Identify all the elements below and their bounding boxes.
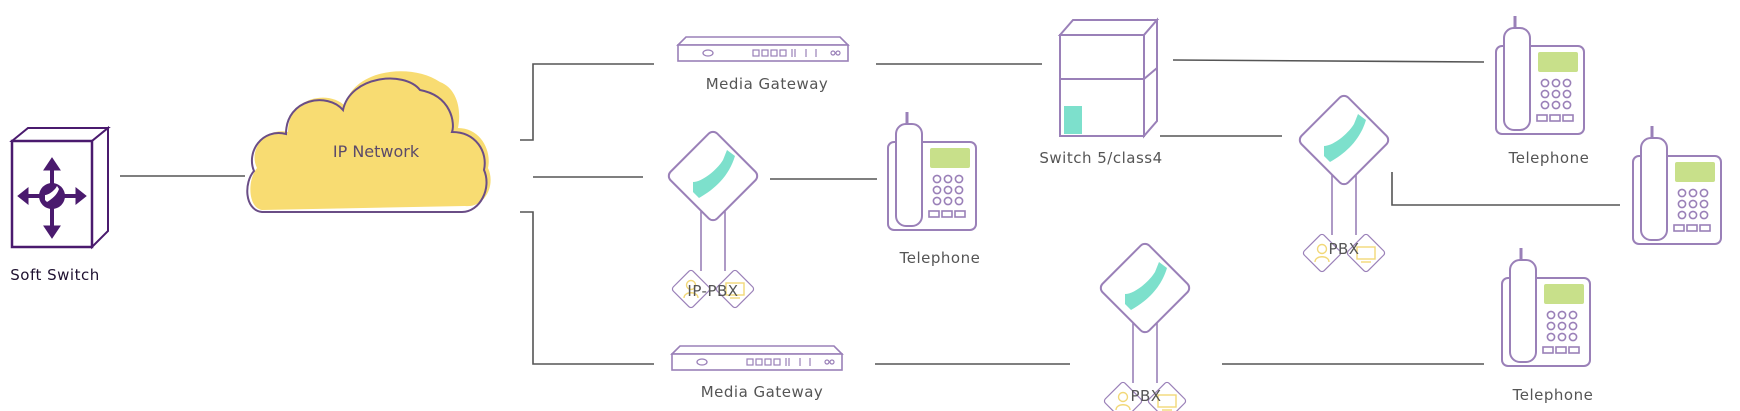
media-gateway-bottom-icon: [671, 345, 843, 371]
switch-node: Switch 5/class4: [1039, 17, 1162, 167]
telephone-top-right-icon: [1494, 14, 1586, 136]
switch-label: Switch 5/class4: [1039, 149, 1162, 167]
soft-switch-icon: [9, 125, 111, 250]
telephone-top-right-label: Telephone: [1508, 149, 1590, 167]
telephone-center-icon: [886, 110, 978, 232]
soft-switch-label: Soft Switch: [10, 266, 99, 284]
pbx-bottom-label: PBX: [1130, 387, 1161, 405]
telephone-center-label: Telephone: [899, 249, 981, 267]
ip-network-node: IP Network: [246, 71, 491, 213]
telephone-top-right-node: Telephone: [1494, 14, 1590, 167]
telephone-center-node: Telephone: [886, 110, 981, 267]
pbx-bottom-node: PBX: [1097, 240, 1193, 411]
soft-switch-node: Soft Switch: [9, 125, 111, 284]
telephone-far-right-node: [1631, 124, 1723, 246]
connector-lines: [120, 59, 1620, 365]
telephone-bottom-right-label: Telephone: [1512, 386, 1594, 404]
media-gateway-top-icon: [677, 36, 849, 62]
telephone-far-right-icon: [1631, 124, 1723, 246]
ip-pbx-node: IP-PBX: [665, 128, 761, 310]
link-switch-telephone: [1172, 59, 1485, 63]
link-pbx-telephone: [1391, 172, 1620, 206]
link-cloud-gateway-top: [520, 63, 654, 141]
link-cloud-gateway-bottom: [520, 211, 654, 365]
pbx-right-label: PBX: [1328, 240, 1359, 258]
media-gateway-bottom-label: Media Gateway: [701, 383, 824, 401]
ip-network-label: IP Network: [333, 142, 420, 161]
telephone-bottom-right-icon: [1500, 246, 1592, 368]
media-gateway-top-node: Media Gateway: [677, 36, 849, 93]
switch-icon: [1057, 17, 1160, 139]
ip-pbx-label: IP-PBX: [687, 282, 738, 300]
pbx-right-node: PBX: [1296, 92, 1392, 274]
media-gateway-bottom-node: Media Gateway: [671, 345, 843, 401]
pbx-bottom-icon: [1097, 240, 1193, 411]
media-gateway-top-label: Media Gateway: [706, 75, 829, 93]
telephone-bottom-right-node: Telephone: [1500, 246, 1594, 404]
cloud-icon: [246, 71, 491, 213]
